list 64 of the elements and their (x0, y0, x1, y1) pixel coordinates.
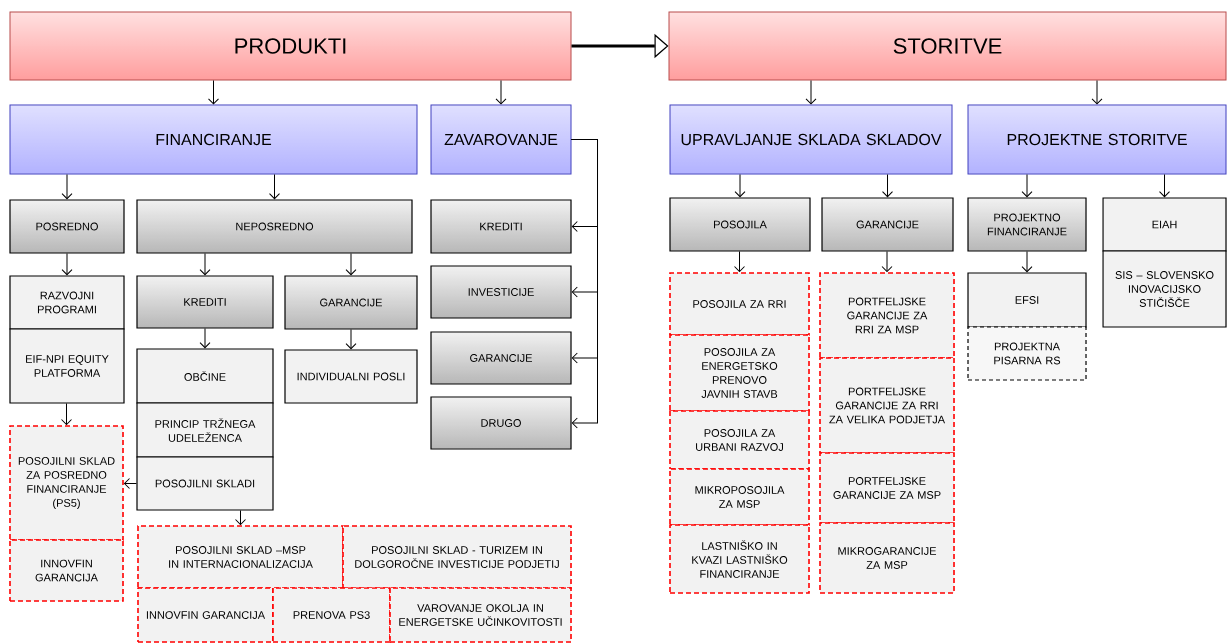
arrow (61, 403, 72, 425)
category-box: UPRAVLJANJE SKLADA SKLADOV (669, 104, 953, 175)
category-box: PROJEKTNE STORITVE (967, 104, 1227, 175)
program-box: POSOJILNI SKLAD ZA POSREDNO FINANCIRANJE (PS5) (9, 425, 124, 541)
arrow (1021, 251, 1033, 273)
item-box: EIAH (1102, 197, 1227, 252)
arrow (345, 253, 357, 276)
arrow (269, 174, 280, 200)
arrow (1159, 174, 1170, 198)
category-box: FINANCIRANJE (9, 104, 418, 175)
item-box: EIF-NPI EQUITY PLATFORMA (9, 328, 125, 404)
item-box: POSOJILA (669, 197, 811, 252)
item-box: GARANCIJE (430, 331, 572, 385)
program-box: INNOVFIN GARANCIJA (137, 587, 274, 643)
item-box: GARANCIJE (284, 275, 418, 330)
item-box: DRUGO (430, 396, 572, 450)
program-box: POSOJILA ZA RRI (669, 272, 810, 336)
program-box: POSOJILA ZA URBANI RAZVOJ (669, 410, 810, 470)
program-box: MIKROPOSOJILA ZA MSP (669, 468, 810, 526)
item-box: NEPOSREDNO (136, 199, 413, 254)
arrow (882, 174, 893, 198)
arrow (734, 174, 746, 198)
arrow (61, 174, 73, 200)
item-box: KREDITI (136, 275, 274, 329)
title-box: STORITVE (668, 11, 1227, 81)
arrow (235, 510, 246, 525)
arrow (199, 328, 211, 349)
item-box: INVESTICIJE (430, 265, 572, 319)
item-box: PROJEKTNO FINANCIRANJE (967, 197, 1087, 252)
arrow (495, 80, 507, 105)
item-box: POSOJILNI SKLADI (136, 456, 274, 511)
arrow (124, 478, 137, 489)
arrow (805, 80, 817, 105)
program-box: PORTFELJSKE GARANCIJE ZA MSP (819, 452, 955, 524)
program-box: INNOVFIN GARANCIJA (9, 539, 124, 602)
item-box: SIS – SLOVENSKO INOVACIJSKO STIČIŠČE (1102, 250, 1227, 328)
program-box: MIKROGARANCIJE ZA MSP (819, 522, 955, 594)
arrow (199, 253, 211, 276)
program-box: PORTFELJSKE GARANCIJE ZA RRI ZA MSP (819, 272, 955, 359)
arrow (208, 80, 219, 105)
item-box: RAZVOJNI PROGRAMI (9, 275, 125, 330)
item-box: OBČINE (136, 348, 274, 404)
item-box: GARANCIJE (821, 197, 954, 252)
arrow (1021, 174, 1033, 198)
program-box: POSOJILA ZA ENERGETSKO PRENOVO JAVNIH STAVB (669, 334, 810, 412)
arrow (61, 253, 73, 276)
item-box: POSREDNO (9, 199, 125, 254)
item-box: KREDITI (430, 199, 572, 254)
arrow (571, 139, 598, 429)
program-box: PORTFELJSKE GARANCIJE ZA RRI ZA VELIKA PODJETJA (819, 357, 955, 454)
arrow (345, 329, 357, 350)
program-box: VAROVANJE OKOLJA IN ENERGETSKE UČINKOVITOSTI (389, 587, 572, 643)
item-box: EFSI (967, 272, 1087, 328)
item-box: INDIVIDUALNI POSLI (284, 349, 418, 404)
program-box: LASTNIŠKO IN KVAZI LASTNIŠKO FINANCIRANJE (669, 524, 810, 594)
node-label: INNOVFIN GARANCIJA (146, 611, 266, 619)
arrow (734, 251, 745, 272)
program-box: PRENOVA PS3 (272, 587, 391, 643)
arrow (1091, 80, 1103, 105)
arrow (881, 251, 893, 272)
title-box: PRODUKTI (9, 11, 572, 81)
item-box: PROJEKTNA PISARNA RS (967, 326, 1087, 381)
item-box: PRINCIP TRŽNEGA UDELEŽENCA (136, 402, 274, 458)
category-box: ZAVAROVANJE (430, 104, 572, 175)
